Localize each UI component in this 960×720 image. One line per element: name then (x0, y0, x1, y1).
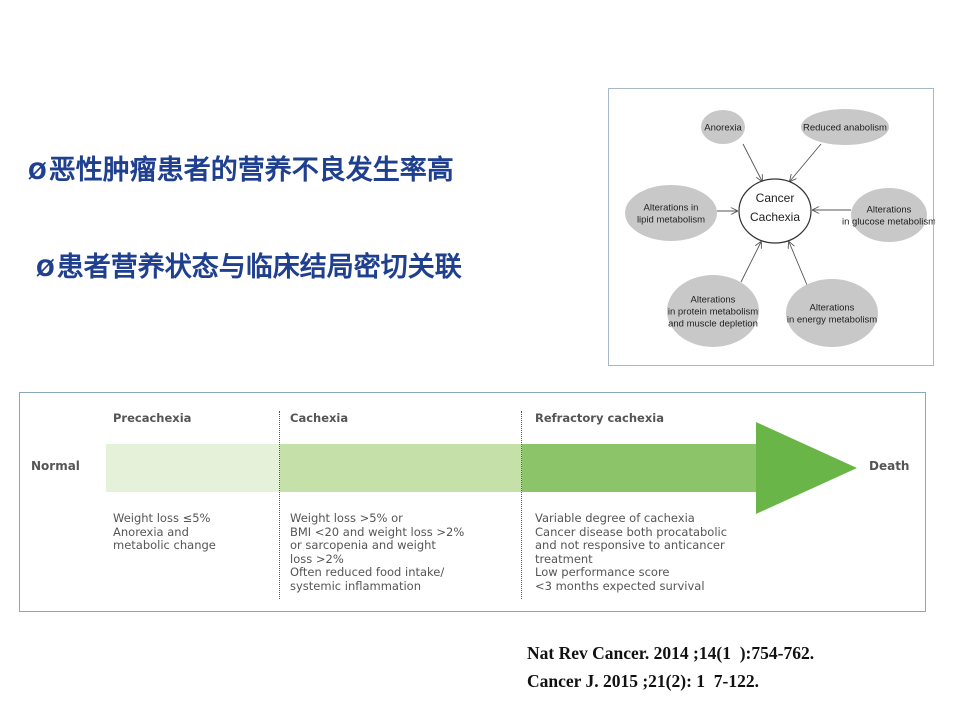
criteria-line: or sarcopenia and weight (290, 538, 436, 552)
precachexia-criteria: Weight loss ≤5% Anorexia and metabolic c… (113, 511, 216, 553)
refractory-criteria: Variable degree of cachexia Cancer disea… (535, 511, 728, 593)
end-label: Death (869, 459, 910, 473)
factor-label: Anorexia (704, 123, 742, 134)
bullet-text: 患者营养状态与临床结局密切关联 (56, 252, 462, 283)
bullet-mark: Ø (36, 257, 55, 282)
factor-label: Reduced anabolism (803, 123, 887, 134)
cachexia-diagram-svg: Cancer Cachexia Anorexia Reduced anabolis… (625, 109, 935, 347)
factor-node (667, 275, 759, 347)
factor-node (851, 188, 927, 242)
reference-2: Cancer J. 2015 ;21(2): 1 7-122. (527, 671, 759, 691)
influence-arrow (740, 242, 761, 283)
bullet-text: 恶性肿瘤患者的营养不良发生率高 (48, 155, 454, 186)
criteria-line: loss >2% (290, 551, 344, 566)
factor-label: and muscle depletion (668, 319, 758, 330)
influence-arrow (742, 143, 762, 181)
factor-label: in energy metabolism (787, 315, 877, 326)
factor-node (625, 185, 717, 241)
criteria-line: BMI <20 and weight loss >2% (290, 524, 465, 539)
factor-label: Alterations (867, 205, 912, 216)
factor-node (786, 279, 878, 347)
criteria-line: systemic inflammation (290, 578, 422, 593)
criteria-line: Variable degree of cachexia (535, 511, 695, 525)
criteria-line: and not responsive to anticancer (535, 538, 725, 552)
arrow-segment-precachexia (106, 444, 280, 492)
criteria-line: Anorexia and (113, 524, 189, 539)
factor-label: Alterations (810, 303, 855, 314)
start-label: Normal (31, 459, 80, 473)
factor-label: lipid metabolism (637, 215, 705, 226)
stage-divider (521, 411, 522, 599)
factor-label: in glucose metabolism (842, 217, 935, 228)
cachexia-criteria: Weight loss >5% or BMI <20 and weight lo… (290, 511, 465, 593)
bullet-mark: Ø (28, 160, 47, 185)
reference-1: Nat Rev Cancer. 2014 ;14(1 ):754-762. (527, 643, 815, 663)
criteria-line: treatment (535, 551, 593, 566)
factor-label: Alterations (691, 295, 736, 306)
criteria-line: Low performance score (535, 565, 670, 579)
arrow-segment-refractory (522, 444, 758, 492)
arrow-segment-cachexia (280, 444, 522, 492)
references: Nat Rev Cancer. 2014 ;14(1 ):754-762. Ca… (527, 639, 814, 695)
factor-node (701, 110, 745, 144)
criteria-line: Weight loss >5% or (290, 511, 403, 525)
stage-title-refractory: Refractory cachexia (535, 411, 664, 425)
factor-label: Alterations in (644, 203, 699, 214)
stage-title-precachexia: Precachexia (113, 411, 192, 425)
bullet-nutrition-outcome: Ø患者营养状态与临床结局密切关联 (36, 250, 526, 288)
factor-node (801, 109, 889, 145)
cancer-cachexia-diagram: Cancer Cachexia Anorexia Reduced anabolis… (608, 88, 935, 366)
progression-arrow (106, 422, 857, 514)
center-node (738, 178, 812, 244)
criteria-line: Often reduced food intake/ (290, 565, 445, 579)
stage-title-cachexia: Cachexia (290, 411, 349, 425)
criteria-line: Weight loss ≤5% (113, 511, 211, 525)
criteria-line: Cancer disease both procatabolic (535, 524, 728, 539)
influence-arrow (790, 143, 822, 181)
criteria-line: metabolic change (113, 538, 216, 552)
influence-arrow (789, 242, 808, 286)
center-label-line2: Cachexia (750, 210, 800, 224)
criteria-line: <3 months expected survival (535, 578, 705, 593)
center-label-line1: Cancer (756, 191, 795, 205)
cachexia-stages-figure: Precachexia Cachexia Refractory cachexia… (19, 392, 926, 612)
factor-label: in protein metabolism (668, 307, 758, 318)
arrow-head (756, 422, 857, 514)
bullet-malnutrition-incidence: Ø恶性肿瘤患者的营养不良发生率高 (28, 153, 588, 191)
stage-divider (279, 411, 280, 599)
